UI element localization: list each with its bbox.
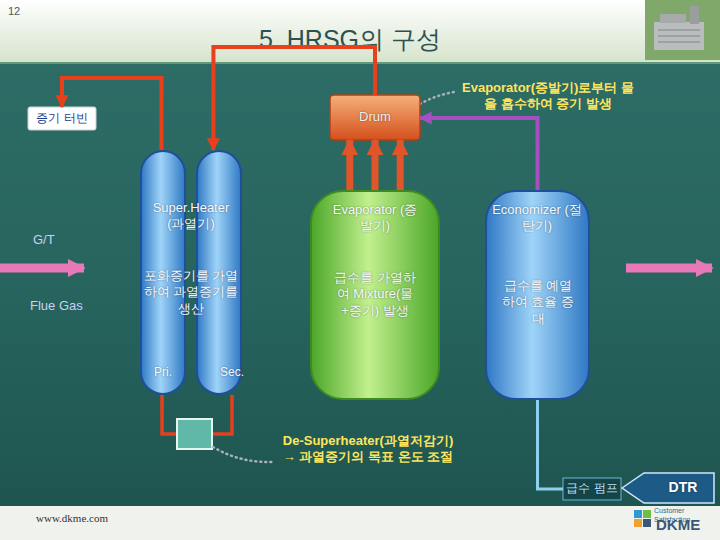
steam-line bbox=[213, 47, 375, 150]
arrow-outline bbox=[622, 473, 714, 503]
node-description: 급수를 예열하여 효율 증대 bbox=[499, 278, 577, 327]
flue-gas-inlet-arrow bbox=[0, 264, 84, 273]
callout-note: Evaporator(증발기)로부터 물을 흡수하여 증기 발생 bbox=[458, 80, 638, 113]
turbine-box: 증기 터빈 bbox=[28, 107, 96, 130]
thumbnail-lines bbox=[658, 30, 700, 42]
thumbnail-frame bbox=[645, 0, 720, 60]
footer-band bbox=[0, 506, 720, 540]
node-shape bbox=[622, 473, 714, 503]
logo-square bbox=[643, 510, 651, 518]
riser-arrow bbox=[350, 140, 400, 190]
box-outline bbox=[28, 107, 96, 130]
riser-arrow bbox=[397, 140, 404, 190]
flow-label: Flue Gas bbox=[30, 298, 110, 314]
callout-note: De-Superheater(과열저감기) → 과열증기의 목표 온도 조절 bbox=[278, 433, 458, 466]
slide-title: 5. HRSG의 구성 bbox=[150, 24, 550, 55]
leader-line bbox=[420, 92, 454, 104]
company-logo-mark bbox=[634, 510, 651, 527]
logo-square bbox=[643, 519, 651, 527]
flow-label: G/T bbox=[33, 232, 73, 248]
flue-gas-outlet-arrow bbox=[626, 264, 712, 273]
box-outline bbox=[563, 478, 621, 500]
thumbnail-body bbox=[654, 22, 704, 50]
logo-square bbox=[634, 510, 642, 518]
tube-label: Sec. bbox=[216, 365, 248, 380]
economizer-tube: Economizer (절탄기) 급수를 예열하여 효율 증대 bbox=[485, 190, 590, 400]
riser-arrow bbox=[372, 140, 379, 190]
node-label: 급수 펌프 bbox=[563, 481, 621, 496]
dtr-arrow-shape: DTR bbox=[622, 473, 714, 503]
tube-outline bbox=[311, 191, 439, 399]
node-label: 증기 터빈 bbox=[28, 111, 96, 126]
leader-line bbox=[213, 447, 272, 462]
node-heading: Evaporator (증발기) bbox=[330, 202, 420, 235]
evaporator-tube: Evaporator (증발기) 급수를 가열하여 Mixture(물+증기) 발… bbox=[310, 190, 440, 400]
drum-box: Drum bbox=[330, 95, 420, 140]
desuperheater-box bbox=[177, 419, 212, 449]
node-description: 포화증기를 가열하여 과열증기를 생산 bbox=[141, 268, 241, 317]
node-label: DTR bbox=[654, 479, 712, 497]
logo-square bbox=[634, 519, 642, 527]
feedwater-line bbox=[420, 118, 538, 190]
tube-label: Pri. bbox=[148, 365, 178, 380]
website-url: www.dkme.com bbox=[36, 512, 176, 526]
feedwater-line bbox=[538, 400, 564, 489]
feedwater-line bbox=[538, 400, 564, 489]
page-number: 12 bbox=[8, 5, 38, 19]
drum-outline bbox=[330, 95, 420, 140]
riser-arrow bbox=[346, 140, 353, 190]
company-logo: DKME bbox=[656, 516, 716, 535]
steam-line bbox=[62, 78, 161, 150]
tube-outline bbox=[486, 191, 589, 399]
steam-line bbox=[213, 47, 375, 150]
node-heading: Economizer (절탄기) bbox=[492, 202, 582, 235]
node-heading: Super.Heater (과열기) bbox=[146, 200, 236, 233]
header-band bbox=[0, 0, 720, 62]
hrsg-thumbnail bbox=[654, 6, 704, 50]
thumbnail-stack bbox=[690, 6, 699, 24]
pump-box: 급수 펌프 bbox=[563, 478, 621, 500]
superheater-tubes: Super.Heater (과열기) 포화증기를 가열하여 과열증기를 생산 Pri… bbox=[140, 150, 242, 395]
header-rule bbox=[0, 62, 720, 64]
node-label: Drum bbox=[330, 109, 420, 125]
node-description: 급수를 가열하여 Mixture(물+증기) 발생 bbox=[328, 270, 422, 319]
feedwater-line bbox=[420, 118, 538, 190]
thumbnail-drum bbox=[660, 14, 686, 23]
steam-line bbox=[62, 78, 161, 150]
